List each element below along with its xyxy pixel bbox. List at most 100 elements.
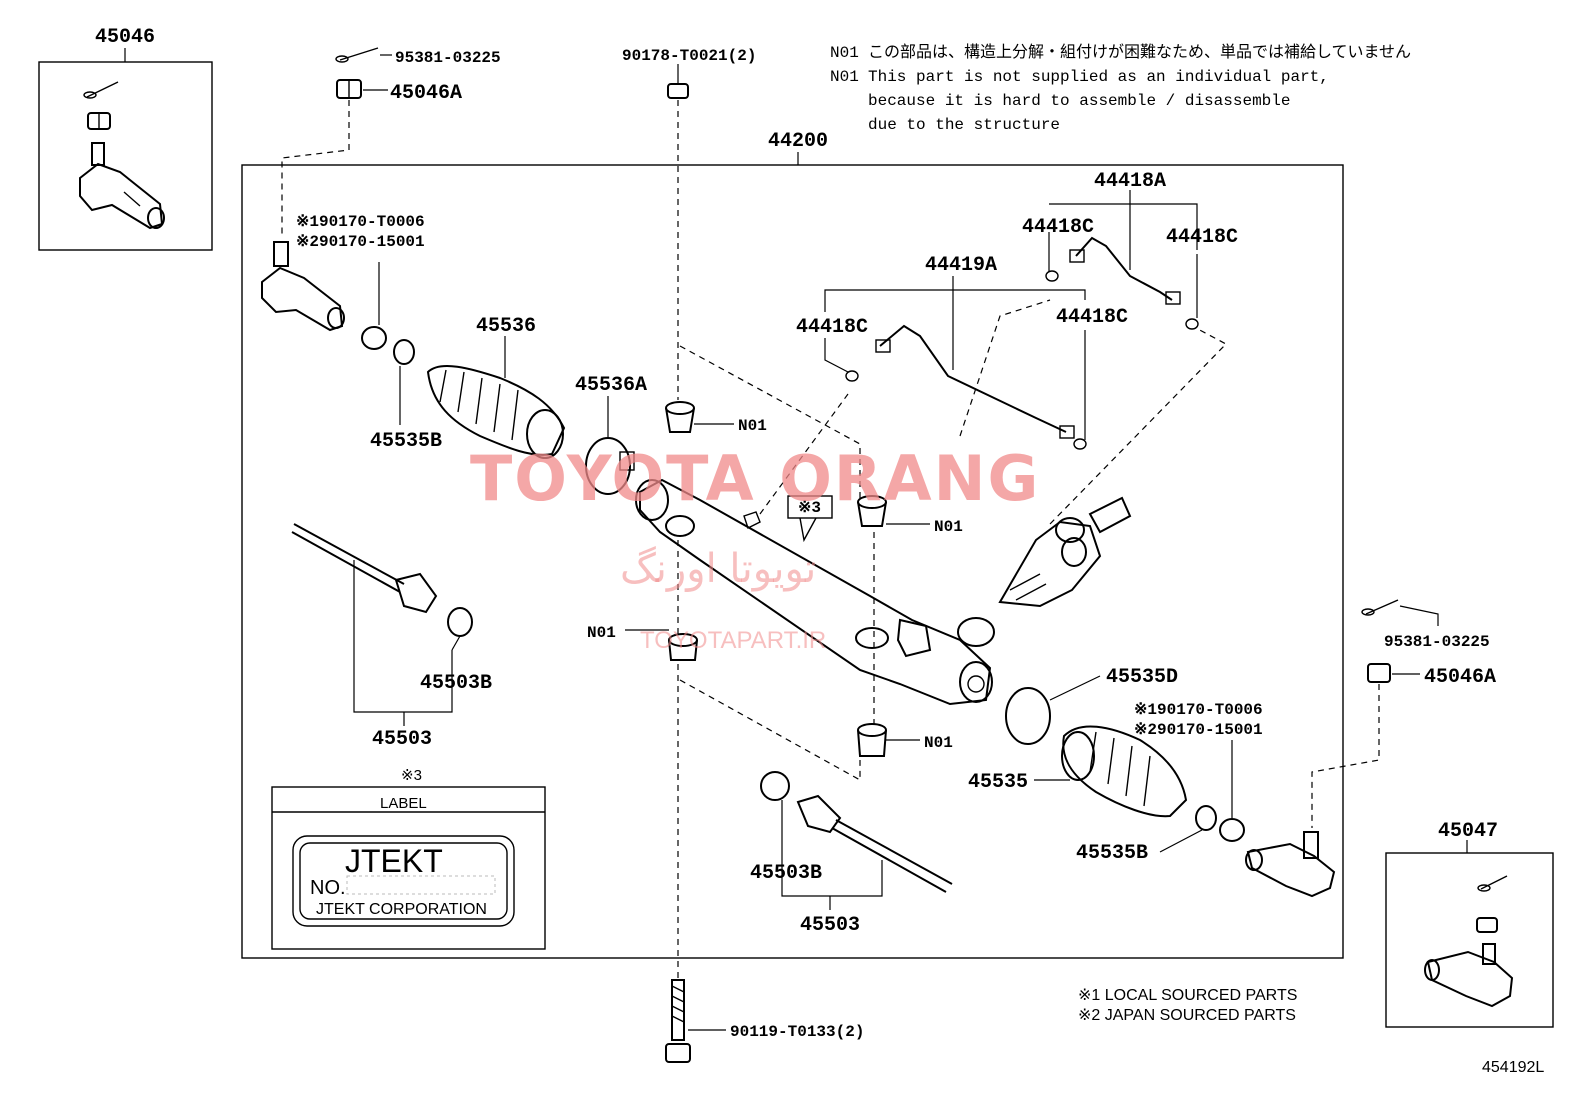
cotter-pin-top-left — [335, 47, 379, 63]
lock-washer-right — [760, 771, 790, 801]
ref3-callout-pointer — [799, 517, 817, 543]
cotter-pin-right — [1361, 599, 1399, 616]
pressure-tube-44418A — [1045, 236, 1199, 330]
callout-45046A-top: 45046A — [390, 82, 462, 105]
jtekt-plate-outer — [292, 835, 515, 927]
bushing-lower-right — [857, 723, 887, 757]
dashed-guide-upper — [679, 345, 861, 500]
diagram-id: 454192L — [1482, 1059, 1544, 1076]
callout-45046A-right: 45046A — [1424, 666, 1496, 689]
callout-n01-d: N01 — [924, 734, 953, 752]
callout-44419A: 44419A — [925, 254, 997, 277]
callout-n01-b: N01 — [934, 518, 963, 536]
note-n01-en-3: due to the structure — [868, 116, 1060, 134]
callout-95381-top: 95381-03225 — [395, 49, 501, 67]
jtekt-no-prefix: NO. — [310, 877, 346, 899]
label-box — [271, 786, 546, 950]
note-n01-en-1: This part is not supplied as an individu… — [868, 68, 1329, 86]
callout-190170-right: ※190170-T0006 — [1134, 701, 1263, 719]
callout-n01-a: N01 — [738, 417, 767, 435]
callout-44418A: 44418A — [1094, 170, 1166, 193]
rack-housing-drawing — [635, 478, 995, 706]
callout-90178: 90178-T0021(2) — [622, 47, 756, 65]
callout-45536A: 45536A — [575, 374, 647, 397]
callout-95381-right: 95381-03225 — [1384, 633, 1490, 651]
ref3-callout-box — [787, 495, 833, 519]
callout-45535B-right: 45535B — [1076, 842, 1148, 865]
tie-rod-end-45047-drawing — [1424, 875, 1514, 1008]
bushing-upper-right — [857, 495, 887, 527]
callout-44200: 44200 — [768, 130, 828, 153]
nut-190170-right — [1219, 818, 1245, 842]
watermark-brand: TOYOTA ORANG — [470, 442, 1040, 515]
legend-line-2: ※2 JAPAN SOURCED PARTS — [1078, 1007, 1296, 1024]
bracket-44418A — [1048, 190, 1198, 272]
watermark-arabic: تویوتا اورنگ — [620, 546, 816, 592]
inner-tie-rod-right-drawing — [760, 771, 953, 893]
callout-n01-c: N01 — [587, 624, 616, 642]
callout-44418C-b: 44418C — [1022, 216, 1094, 239]
dashed-tube-guides — [759, 299, 1227, 525]
callout-45046: 45046 — [95, 26, 155, 49]
clamp-45535B-left — [393, 339, 415, 365]
callout-190170-left: ※190170-T0006 — [296, 213, 425, 231]
tie-rod-end-45046-drawing — [79, 81, 165, 230]
jtekt-plate-inner — [299, 842, 508, 920]
note-n01-code-jp: N01 — [830, 44, 859, 62]
label-box-ref: ※3 — [401, 767, 422, 784]
callout-44418C-a: 44418C — [796, 316, 868, 339]
lock-washer-left — [447, 607, 473, 637]
tie-rod-end-left-drawing — [261, 241, 345, 332]
boot-45536-drawing — [426, 365, 566, 459]
jtekt-brand: JTEKT — [345, 843, 443, 879]
bracket-45503-left — [353, 560, 453, 726]
castle-nut-right — [1367, 663, 1391, 683]
bolt-90119 — [665, 979, 691, 1063]
callout-45536: 45536 — [476, 315, 536, 338]
label-box-heading: LABEL — [380, 795, 427, 812]
callout-45503-right: 45503 — [800, 914, 860, 937]
jtekt-number-field — [346, 875, 496, 895]
dashed-path-top-left — [281, 100, 350, 238]
main-assembly-box — [241, 164, 1344, 959]
bracket-44419A — [824, 276, 1086, 440]
leader-95381-right — [1399, 605, 1439, 626]
inset-box-45046 — [38, 61, 213, 251]
callout-45535: 45535 — [968, 771, 1028, 794]
callout-44418C-c: 44418C — [1056, 306, 1128, 329]
castle-nut-top-left — [336, 79, 362, 99]
bushing-upper-left — [665, 401, 695, 433]
clamp-45535B-right — [1195, 805, 1217, 831]
callout-45503B-left: 45503B — [420, 672, 492, 695]
leader-45535D — [1049, 675, 1101, 701]
watermark-url: TOYOTAPART.IR — [640, 627, 826, 654]
jtekt-corporation: JTEKT CORPORATION — [316, 901, 487, 918]
leader-45535B-right — [1159, 829, 1203, 853]
note-n01-jp: この部品は、構造上分解・組付けが困難なため、単品では補給していません — [868, 42, 1411, 61]
note-n01-code-en: N01 — [830, 68, 859, 86]
nut-190170-left — [361, 326, 387, 350]
leader-45503B-left — [451, 635, 461, 651]
tie-rod-end-right-drawing — [1245, 831, 1336, 898]
callout-44418C-d: 44418C — [1166, 226, 1238, 249]
callout-45535D: 45535D — [1106, 666, 1178, 689]
boot-45535-drawing — [1061, 725, 1188, 818]
clamp-45535D-drawing — [1005, 687, 1051, 745]
callout-290170-left: ※290170-15001 — [296, 233, 425, 251]
leader-44418C-a — [824, 338, 849, 373]
callout-45503B-right: 45503B — [750, 862, 822, 885]
note-n01-en-2: because it is hard to assemble / disasse… — [868, 92, 1290, 110]
callout-45047: 45047 — [1438, 820, 1498, 843]
inner-tie-rod-left-drawing — [291, 523, 473, 637]
pressure-tube-44419A — [845, 324, 1087, 450]
bracket-45503-right — [781, 800, 883, 910]
callout-45535B-left: 45535B — [370, 430, 442, 453]
callout-45503-left: 45503 — [372, 728, 432, 751]
dashed-path-right — [1311, 684, 1380, 828]
inset-box-45047 — [1385, 852, 1554, 1028]
pinion-valve-drawing — [998, 496, 1132, 608]
dashed-guide-lower — [679, 679, 861, 782]
bolt-90178 — [667, 83, 689, 99]
callout-290170-right: ※290170-15001 — [1134, 721, 1263, 739]
